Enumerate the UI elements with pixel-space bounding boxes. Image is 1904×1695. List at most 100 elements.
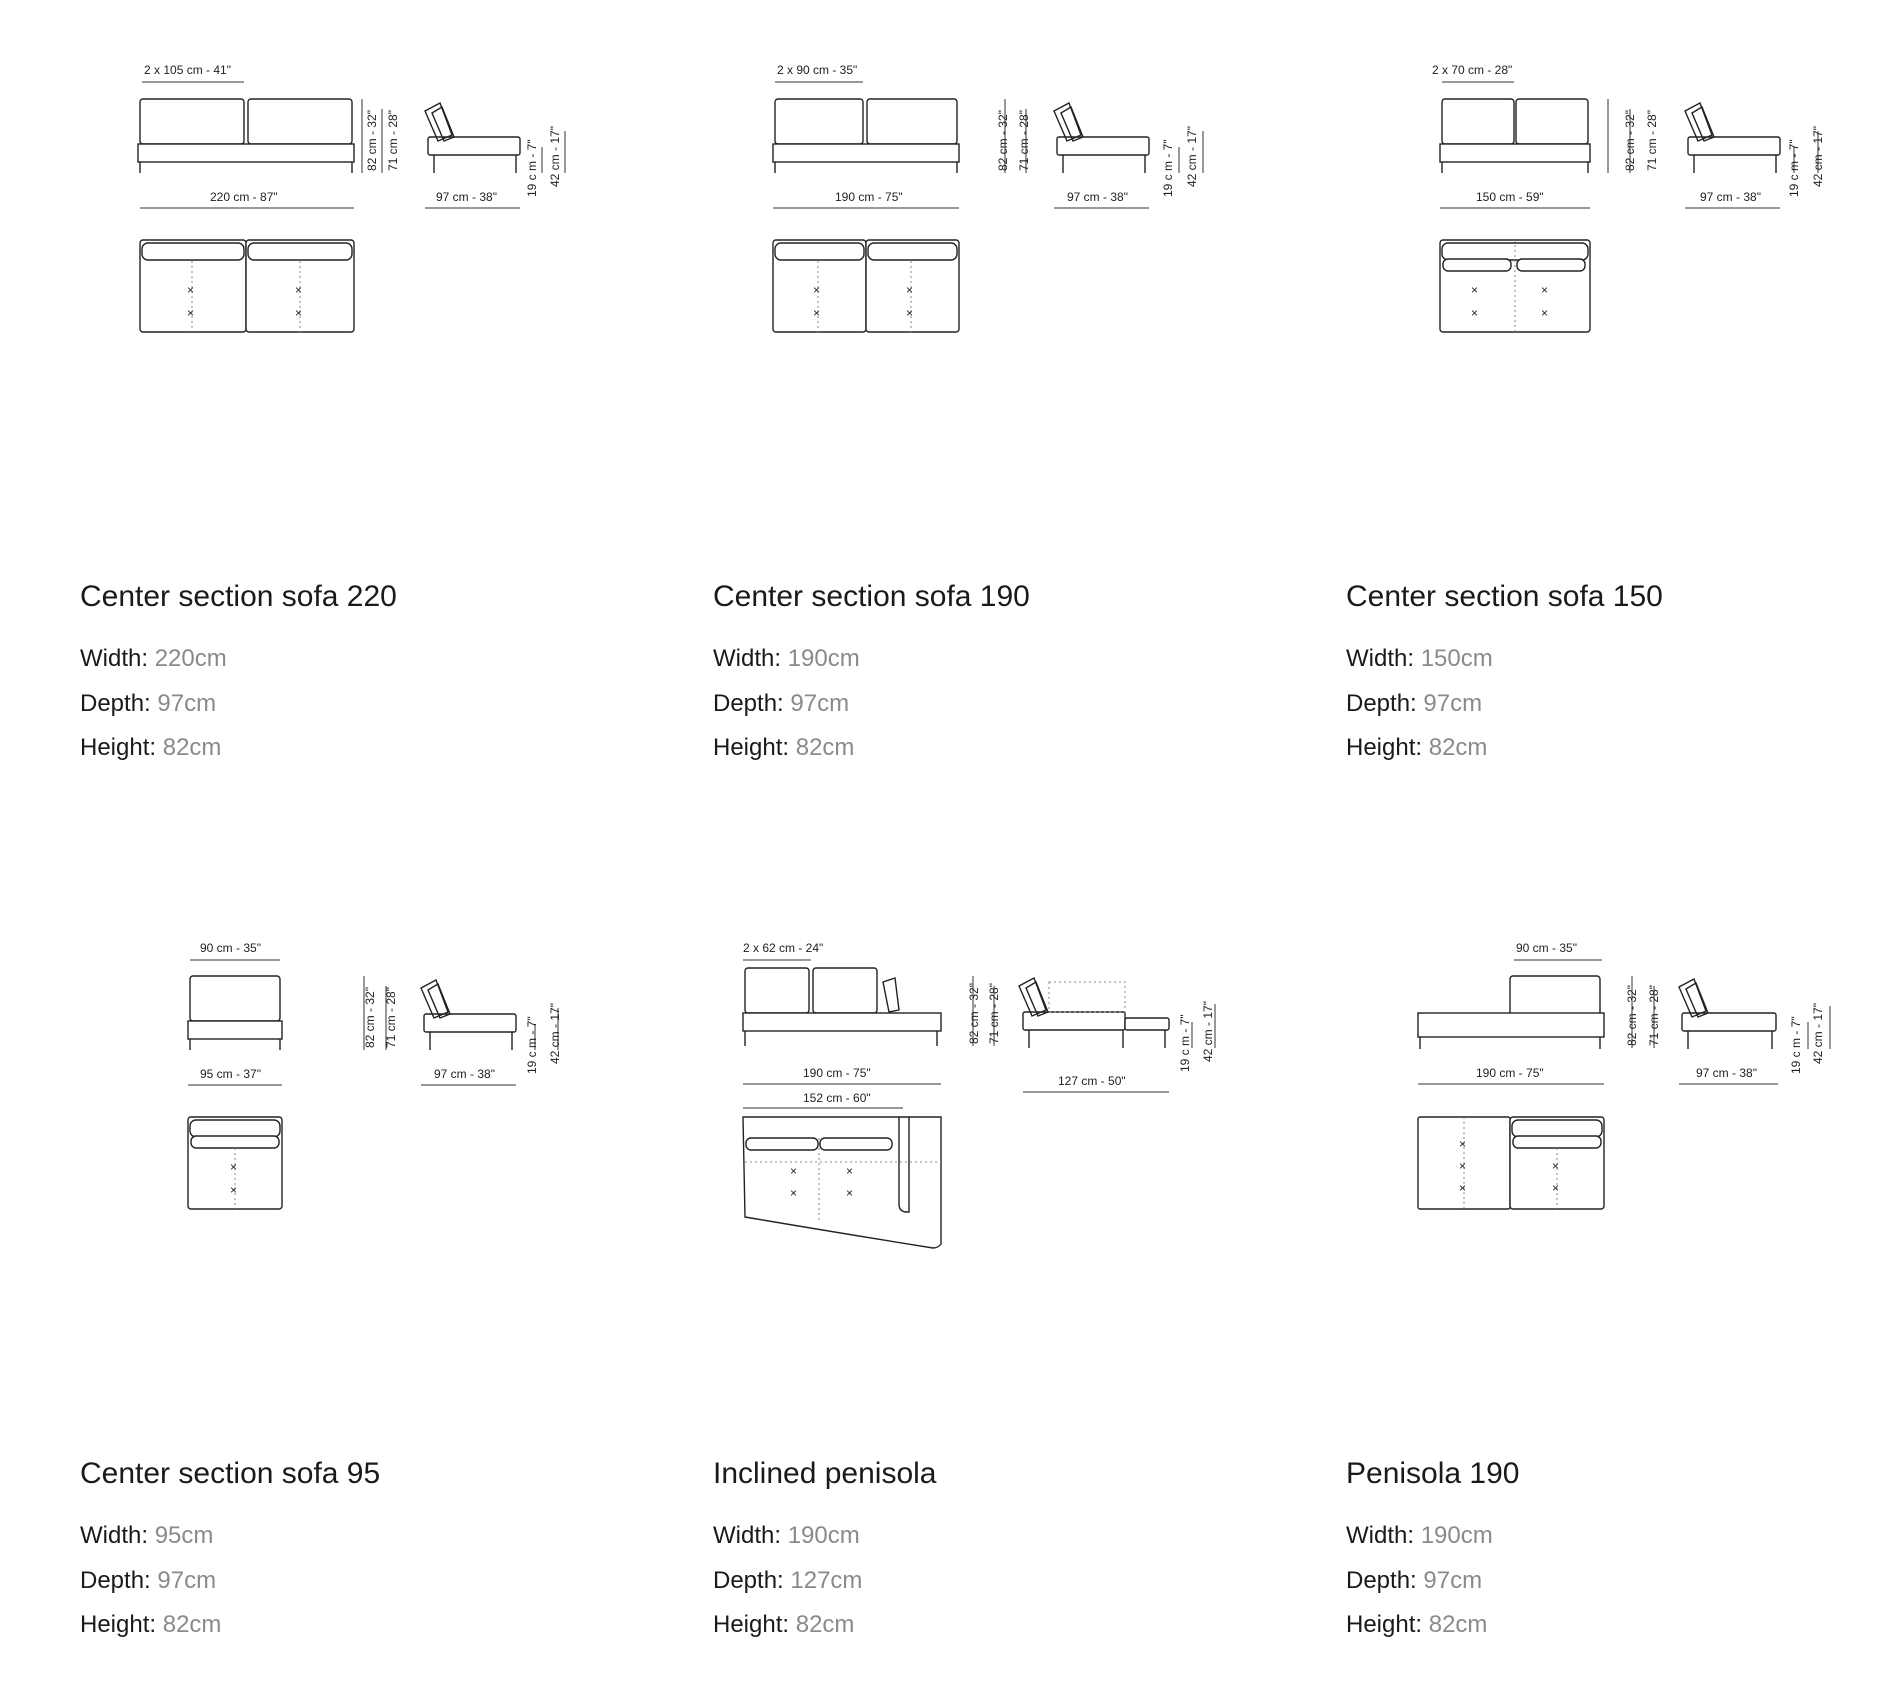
svg-text:×: × — [813, 283, 820, 297]
svg-text:×: × — [906, 283, 913, 297]
width-spec: Width: 190cm — [1346, 1522, 1493, 1549]
svg-text:×: × — [295, 283, 302, 297]
svg-text:×: × — [230, 1183, 237, 1197]
svg-text:90 cm - 35": 90 cm - 35" — [1516, 941, 1577, 955]
height-spec: Height: 82cm — [713, 1611, 855, 1638]
svg-text:×: × — [1541, 283, 1548, 297]
svg-text:71 cm - 28": 71 cm - 28" — [1645, 110, 1659, 171]
svg-text:95 cm - 37": 95 cm - 37" — [200, 1067, 261, 1081]
depth-spec: Depth: 97cm — [80, 1567, 217, 1594]
svg-text:×: × — [1459, 1181, 1466, 1195]
svg-text:82 cm - 32": 82 cm - 32" — [996, 110, 1010, 171]
product-diagram: 90 cm - 35" 95 cm - 37" 82 cm - 32" 71 c… — [80, 912, 700, 1382]
svg-text:2 x 90 cm - 35": 2 x 90 cm - 35" — [777, 63, 857, 77]
svg-text:42 cm - 17": 42 cm - 17" — [548, 1003, 562, 1064]
height-spec: Height: 82cm — [80, 734, 222, 761]
svg-text:×: × — [790, 1164, 797, 1178]
svg-text:97 cm - 38": 97 cm - 38" — [1696, 1066, 1757, 1080]
svg-text:×: × — [295, 306, 302, 320]
svg-text:×: × — [1471, 306, 1478, 320]
depth-spec: Depth: 97cm — [80, 690, 217, 717]
svg-text:2 x 70 cm - 28": 2 x 70 cm - 28" — [1432, 63, 1512, 77]
svg-text:71 cm - 28": 71 cm - 28" — [1017, 110, 1031, 171]
dimension-drawing: 90 cm - 35" 95 cm - 37" 82 cm - 32" 71 c… — [187, 941, 562, 1210]
width-spec: Width: 190cm — [713, 645, 860, 672]
svg-text:×: × — [906, 306, 913, 320]
svg-text:42 cm - 17": 42 cm - 17" — [1185, 126, 1199, 187]
svg-text:×: × — [1552, 1159, 1559, 1173]
svg-text:82 cm - 32": 82 cm - 32" — [365, 110, 379, 171]
product-card[interactable]: 90 cm - 35" 190 cm - 75" 82 cm - 32" 71 … — [1346, 912, 1904, 1638]
svg-text:71 cm - 28": 71 cm - 28" — [1647, 985, 1661, 1046]
svg-text:19 c m - 7": 19 c m - 7" — [525, 139, 539, 197]
svg-text:97 cm - 38": 97 cm - 38" — [434, 1067, 495, 1081]
svg-text:71 cm - 28": 71 cm - 28" — [384, 987, 398, 1048]
svg-text:2 x 62 cm - 24": 2 x 62 cm - 24" — [743, 941, 823, 955]
depth-spec: Depth: 127cm — [713, 1567, 863, 1594]
product-diagram: 90 cm - 35" 190 cm - 75" 82 cm - 32" 71 … — [1346, 912, 1904, 1382]
product-card[interactable]: 2 x 70 cm - 28" 150 cm - 59" 82 cm - 32"… — [1346, 35, 1904, 761]
product-title: Center section sofa 190 — [713, 580, 1030, 613]
svg-text:19 c m - 7": 19 c m - 7" — [1787, 139, 1801, 197]
product-title: Center section sofa 95 — [80, 1457, 381, 1490]
svg-text:19 c m - 7": 19 c m - 7" — [1789, 1016, 1803, 1074]
svg-text:71 cm - 28": 71 cm - 28" — [987, 983, 1001, 1044]
svg-text:82 cm - 32": 82 cm - 32" — [1623, 110, 1637, 171]
svg-text:71 cm - 28": 71 cm - 28" — [386, 110, 400, 171]
svg-text:×: × — [187, 283, 194, 297]
svg-text:97 cm - 38": 97 cm - 38" — [1700, 190, 1761, 204]
svg-text:42 cm - 17": 42 cm - 17" — [1811, 1003, 1825, 1064]
dimension-drawing: 2 x 105 cm - 41" 220 cm - 87" 82 cm - 32… — [137, 63, 566, 333]
svg-text:19 c m - 7": 19 c m - 7" — [1178, 1014, 1192, 1072]
depth-spec: Depth: 97cm — [1346, 1567, 1483, 1594]
svg-text:42 cm - 17": 42 cm - 17" — [1811, 126, 1825, 187]
dimension-drawing: 2 x 70 cm - 28" 150 cm - 59" 82 cm - 32"… — [1432, 63, 1825, 333]
product-card[interactable]: 90 cm - 35" 95 cm - 37" 82 cm - 32" 71 c… — [80, 912, 700, 1638]
svg-text:127 cm - 50": 127 cm - 50" — [1058, 1074, 1126, 1088]
product-diagram: 2 x 62 cm - 24" 190 cm - 75" 152 cm - 60… — [713, 912, 1333, 1382]
svg-text:×: × — [230, 1160, 237, 1174]
product-title: Penisola 190 — [1346, 1457, 1520, 1490]
svg-text:×: × — [790, 1186, 797, 1200]
svg-text:90 cm - 35": 90 cm - 35" — [200, 941, 261, 955]
svg-text:×: × — [1541, 306, 1548, 320]
svg-text:×: × — [1459, 1159, 1466, 1173]
svg-text:×: × — [1471, 283, 1478, 297]
svg-text:×: × — [846, 1186, 853, 1200]
height-spec: Height: 82cm — [1346, 734, 1488, 761]
svg-text:19 c m - 7": 19 c m - 7" — [1161, 139, 1175, 197]
dimension-drawing: 90 cm - 35" 190 cm - 75" 82 cm - 32" 71 … — [1417, 941, 1831, 1210]
height-spec: Height: 82cm — [80, 1611, 222, 1638]
product-title: Center section sofa 150 — [1346, 580, 1663, 613]
depth-spec: Depth: 97cm — [713, 690, 850, 717]
svg-text:190 cm - 75": 190 cm - 75" — [835, 190, 903, 204]
height-spec: Height: 82cm — [713, 734, 855, 761]
svg-text:150 cm - 59": 150 cm - 59" — [1476, 190, 1544, 204]
product-card[interactable]: 2 x 90 cm - 35" 190 cm - 75" 82 cm - 32"… — [713, 35, 1333, 761]
svg-text:2 x 105 cm - 41": 2 x 105 cm - 41" — [144, 63, 231, 77]
product-card[interactable]: 2 x 62 cm - 24" 190 cm - 75" 152 cm - 60… — [713, 912, 1333, 1638]
svg-text:×: × — [1459, 1137, 1466, 1151]
svg-text:220 cm - 87": 220 cm - 87" — [210, 190, 278, 204]
svg-text:42 cm - 17": 42 cm - 17" — [1201, 1001, 1215, 1062]
svg-text:97 cm - 38": 97 cm - 38" — [436, 190, 497, 204]
svg-text:×: × — [1552, 1181, 1559, 1195]
product-card[interactable]: 2 x 105 cm - 41" 220 cm - 87" 82 cm - 32… — [80, 35, 700, 761]
product-diagram: 2 x 105 cm - 41" 220 cm - 87" 82 cm - 32… — [80, 35, 700, 505]
svg-text:×: × — [846, 1164, 853, 1178]
svg-text:×: × — [187, 306, 194, 320]
svg-text:82 cm - 32": 82 cm - 32" — [363, 987, 377, 1048]
height-spec: Height: 82cm — [1346, 1611, 1488, 1638]
svg-text:82 cm - 32": 82 cm - 32" — [967, 983, 981, 1044]
depth-spec: Depth: 97cm — [1346, 690, 1483, 717]
width-spec: Width: 190cm — [713, 1522, 860, 1549]
width-spec: Width: 220cm — [80, 645, 227, 672]
svg-text:×: × — [813, 306, 820, 320]
svg-text:19 c m - 7": 19 c m - 7" — [525, 1016, 539, 1074]
dimension-drawing: 2 x 62 cm - 24" 190 cm - 75" 152 cm - 60… — [742, 941, 1216, 1249]
product-title: Inclined penisola — [713, 1457, 937, 1490]
svg-text:190 cm - 75": 190 cm - 75" — [1476, 1066, 1544, 1080]
width-spec: Width: 150cm — [1346, 645, 1493, 672]
width-spec: Width: 95cm — [80, 1522, 214, 1549]
